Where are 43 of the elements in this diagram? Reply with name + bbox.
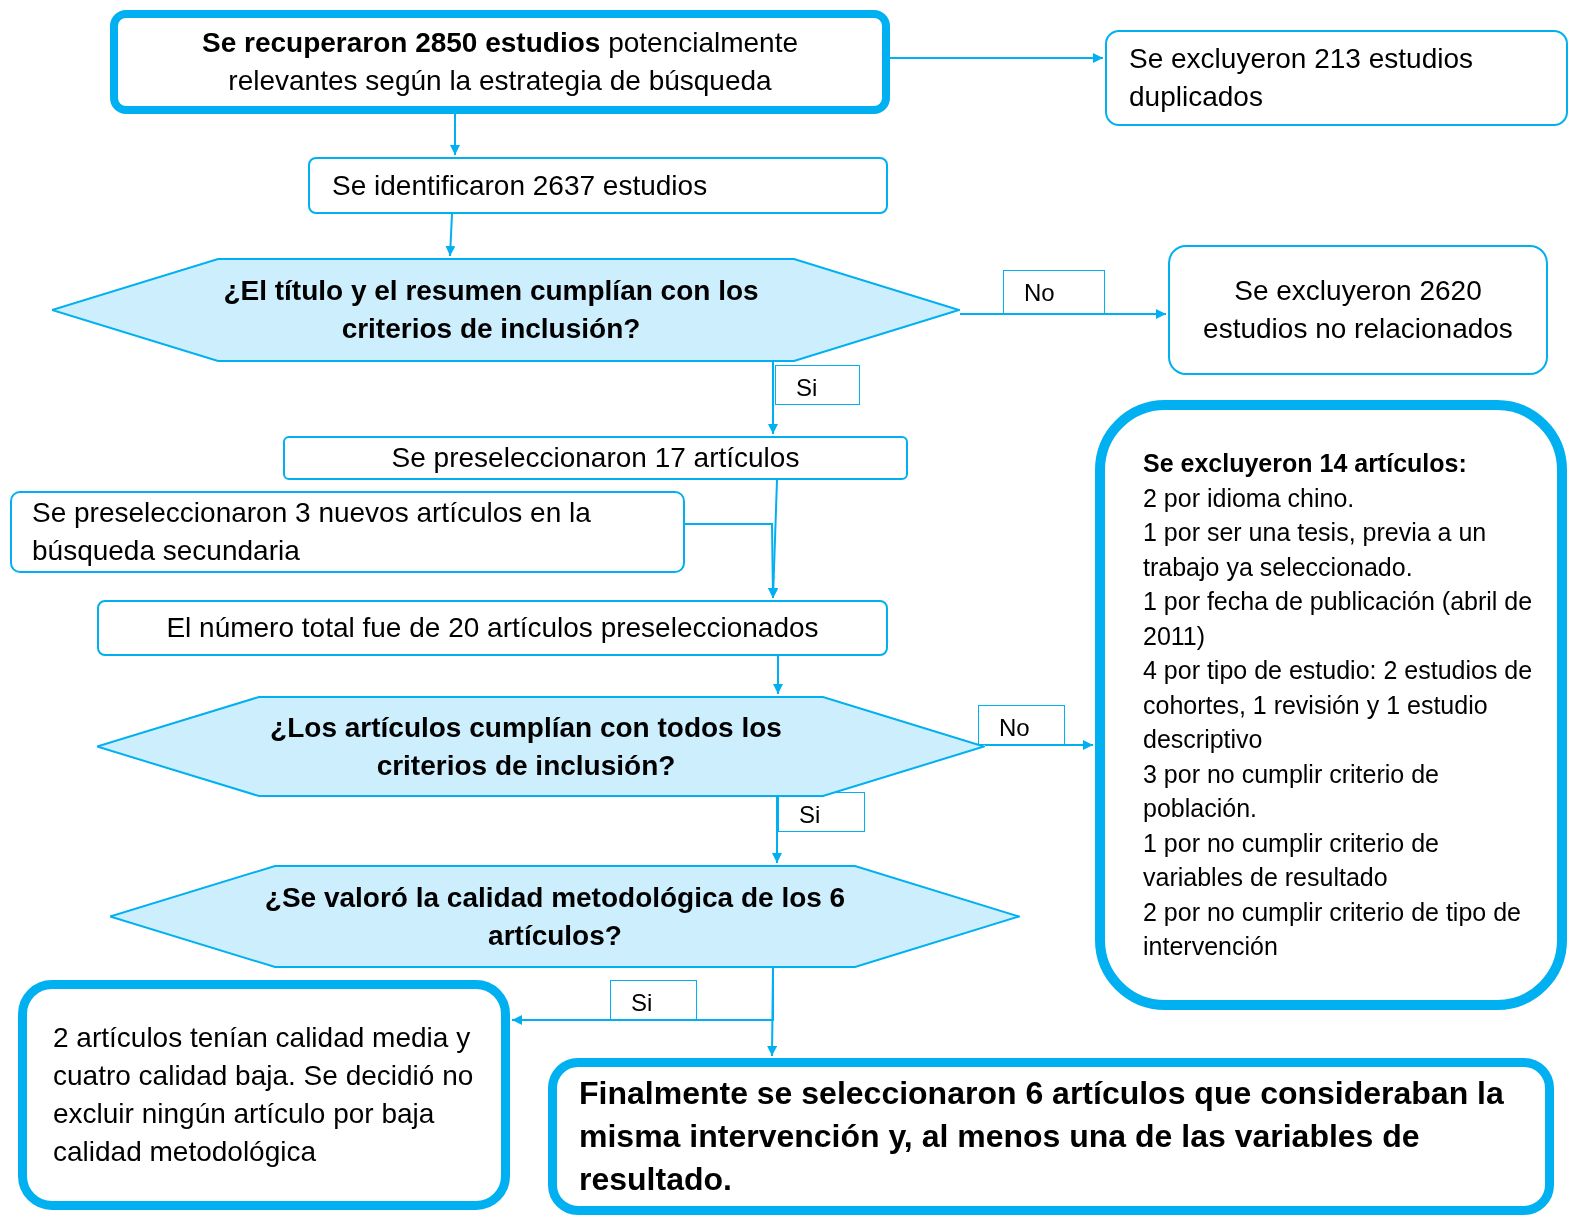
process-box (1105, 30, 1568, 126)
box-text: Finalmente se seleccionaron 6 artículos que consideraban la misma intervención y, al menos una de las variables de resultado. (579, 1073, 1505, 1200)
box-heading: Se excluyeron 14 artículos: (1143, 448, 1468, 479)
box-text: 2 artículos tenían calidad media y cuatro calidad baja. Se decidió no excluir ningún artículo por baja calidad metodológica (53, 1021, 475, 1169)
edge-label: No (1003, 270, 1105, 314)
list-item: 2 por idioma chino. (1143, 482, 1356, 514)
list-item: 1 por ser una tesis, previa a un trabajo ya seleccionado. (1143, 517, 1488, 583)
arrow (889, 53, 1104, 63)
arrow (768, 479, 779, 599)
arrow (773, 655, 783, 695)
edge-label: No (978, 705, 1065, 745)
box-text: Se preseleccionaron 17 artículos (390, 441, 801, 476)
process-box (1168, 245, 1548, 375)
arrow (450, 113, 460, 156)
box-text: ¿Se valoró la calidad metodológica de los 6 artículos? (263, 880, 847, 953)
list-item: 1 por no cumplir criterio de variables de resultado (1143, 827, 1440, 893)
arrow (772, 796, 782, 864)
process-box (283, 436, 908, 480)
process-box (97, 600, 888, 656)
box-text: Se excluyeron 213 estudios duplicados (1129, 42, 1474, 114)
box-text: Se excluyeron 2620 estudios no relacionados (1202, 274, 1514, 346)
box-text: ¿El título y el resumen cumplían con los criterios de inclusión? (222, 274, 760, 346)
list-item: 4 por tipo de estudio: 2 estudios de cohortes, 1 revisión y 1 estudio descriptivo (1143, 655, 1534, 755)
box-text: ¿Los artículos cumplían con todos los criterios de inclusión? (269, 710, 783, 783)
list-item: 1 por fecha de publicación (abril de 2011) (1143, 586, 1534, 652)
arrow (959, 309, 1167, 319)
box-text: El número total fue de 20 artículos preseleccionados (165, 611, 820, 646)
edge-label: Si (610, 980, 697, 1020)
highlighted-box (1095, 400, 1567, 1010)
edge-label: Si (775, 365, 860, 405)
highlighted-box (110, 10, 890, 114)
box-text: Se preseleccionaron 3 nuevos artículos en la búsqueda secundaria (32, 496, 592, 568)
arrow (445, 213, 456, 257)
list-item: 3 por no cumplir criterio de población. (1143, 758, 1440, 824)
box-text: Se recuperaron 2850 estudios potencialmente relevantes según la estrategia de búsqueda (200, 26, 800, 98)
box-text: Se identificaron 2637 estudios (332, 168, 709, 203)
process-box (10, 491, 685, 573)
list-item: 2 por no cumplir criterio de tipo de intervención (1143, 896, 1522, 962)
arrow (767, 967, 778, 1057)
highlighted-box (548, 1058, 1554, 1215)
highlighted-box (18, 980, 510, 1210)
process-box (308, 157, 888, 214)
arrow (768, 361, 778, 435)
